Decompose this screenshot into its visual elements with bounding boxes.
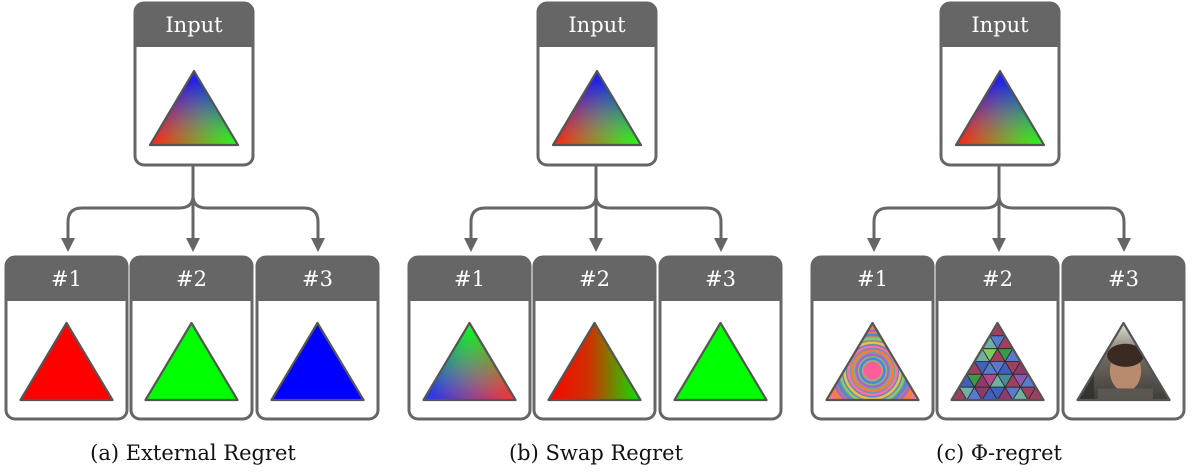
output-1-card: #1: [4, 255, 129, 421]
input-triangle-outline: [551, 69, 643, 147]
output-1-triangle-outline: [19, 321, 114, 402]
input-header: [135, 3, 253, 47]
output-2-header: [534, 257, 655, 301]
output-2-card: #2: [129, 255, 254, 421]
input-label: Input: [971, 13, 1029, 37]
caption-b: (b) Swap Regret: [509, 441, 684, 465]
output-1-header: [6, 257, 127, 301]
input-triangle-outline: [148, 69, 240, 147]
input-card: Input: [536, 1, 658, 167]
output-2-card: #2: [532, 255, 657, 421]
arrowhead-icon: [186, 238, 200, 252]
output-1-label: #1: [454, 267, 485, 291]
arrowhead-icon: [1117, 238, 1131, 252]
output-2-label: #2: [579, 267, 610, 291]
output-1-card: #1: [407, 255, 532, 421]
output-2-label: #2: [982, 267, 1013, 291]
panel-c: Input #1 #2 #3 (c) Φ-regret: [810, 1, 1186, 465]
output-2-triangle-outline: [950, 321, 1045, 402]
arrow-to-output-3: [997, 195, 1126, 240]
arrow-to-output-1: [872, 195, 1001, 240]
caption-a: (a) External Regret: [90, 441, 296, 465]
output-1-header: [812, 257, 933, 301]
input-label: Input: [568, 13, 626, 37]
output-3-label: #3: [302, 267, 333, 291]
caption-c: (c) Φ-regret: [936, 441, 1063, 465]
arrowhead-icon: [992, 238, 1006, 252]
output-2-triangle-outline: [144, 321, 239, 402]
branch-arrows: [867, 165, 1131, 252]
arrow-to-output-1: [469, 195, 598, 240]
output-3-label: #3: [1108, 267, 1139, 291]
input-header: [538, 3, 656, 47]
arrowhead-icon: [714, 238, 728, 252]
output-1-card: #1: [810, 255, 935, 421]
output-3-card: #3: [658, 255, 783, 421]
panel-b: Input #1 #2 #3 (b) Swap Regret: [407, 1, 783, 465]
input-header: [941, 3, 1059, 47]
input-triangle-outline: [954, 69, 1046, 147]
output-2-triangle-outline: [547, 321, 642, 402]
output-3-header: [257, 257, 378, 301]
output-2-card: #2: [935, 255, 1060, 421]
output-2-header: [131, 257, 252, 301]
output-1-triangle-outline: [422, 321, 517, 402]
output-3-header: [1063, 257, 1184, 301]
branch-arrows: [61, 165, 325, 252]
arrowhead-icon: [311, 238, 325, 252]
branch-arrows: [464, 165, 728, 252]
output-3-triangle-outline: [1076, 321, 1171, 402]
arrowhead-icon: [61, 238, 75, 252]
output-3-triangle-outline: [270, 321, 365, 402]
output-1-triangle-outline: [825, 321, 920, 402]
output-3-header: [660, 257, 781, 301]
output-1-label: #1: [857, 267, 888, 291]
arrow-to-output-1: [66, 195, 195, 240]
output-1-label: #1: [51, 267, 82, 291]
arrowhead-icon: [589, 238, 603, 252]
arrow-to-output-3: [191, 195, 320, 240]
output-2-header: [937, 257, 1058, 301]
input-label: Input: [165, 13, 223, 37]
output-3-label: #3: [705, 267, 736, 291]
arrowhead-icon: [867, 238, 881, 252]
input-card: Input: [133, 1, 255, 167]
output-3-triangle-outline: [673, 321, 768, 402]
output-1-header: [409, 257, 530, 301]
input-card: Input: [939, 1, 1061, 167]
output-2-label: #2: [176, 267, 207, 291]
arrowhead-icon: [464, 238, 478, 252]
output-3-card: #3: [255, 255, 380, 421]
panel-a: Input #1 #2 #3 (a) External Regret: [4, 1, 380, 465]
arrow-to-output-3: [594, 195, 723, 240]
output-3-card: #3: [1061, 255, 1186, 421]
